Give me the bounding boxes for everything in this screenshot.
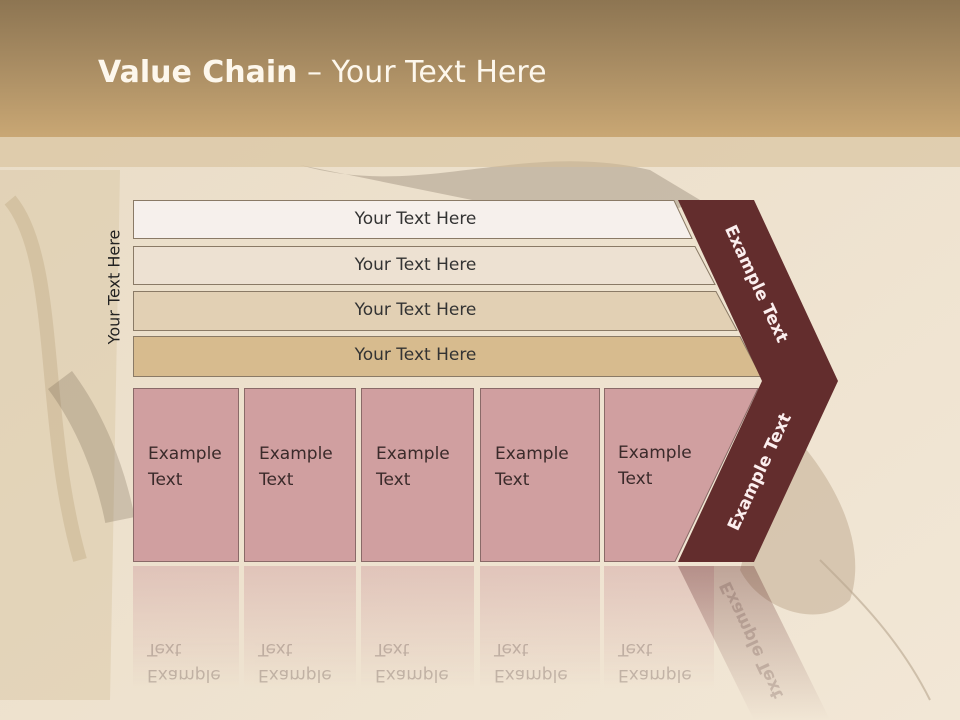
cell-5-line1: Example (618, 443, 692, 463)
title-bar (0, 0, 960, 137)
bar-4-label: Your Text Here (354, 345, 477, 365)
example-cell-5: Example Text (604, 388, 692, 562)
example-cell-3: Example Text (361, 388, 474, 562)
title-band (0, 137, 960, 167)
cell-3-line2: Text (376, 470, 411, 490)
title-bold: Value Chain (98, 55, 298, 90)
cell-4-line1: Example (495, 444, 569, 464)
value-chevron (678, 200, 838, 720)
cell-4-line2: Text (495, 470, 530, 490)
cell-2-line2: Text (259, 470, 294, 490)
example-cell-2: Example Text (244, 388, 356, 562)
page-title: Value Chain – Your Text Here (98, 55, 547, 90)
example-cell-1: Example Text (133, 388, 239, 562)
bar-1-label: Your Text Here (354, 209, 477, 229)
example-cell-5-shape (604, 388, 759, 562)
cell-2-line1: Example (259, 444, 333, 464)
example-cell-4: Example Text (480, 388, 600, 562)
cell-3-line1: Example (376, 444, 450, 464)
cell-5-line2: Text (618, 469, 653, 489)
cell-1-line1: Example (148, 444, 222, 464)
bar-2-label: Your Text Here (354, 255, 477, 275)
cell-1-line2: Text (148, 470, 183, 490)
title-rest: – Your Text Here (297, 55, 547, 90)
bar-3-label: Your Text Here (354, 300, 477, 320)
vertical-label: Your Text Here (104, 229, 124, 345)
